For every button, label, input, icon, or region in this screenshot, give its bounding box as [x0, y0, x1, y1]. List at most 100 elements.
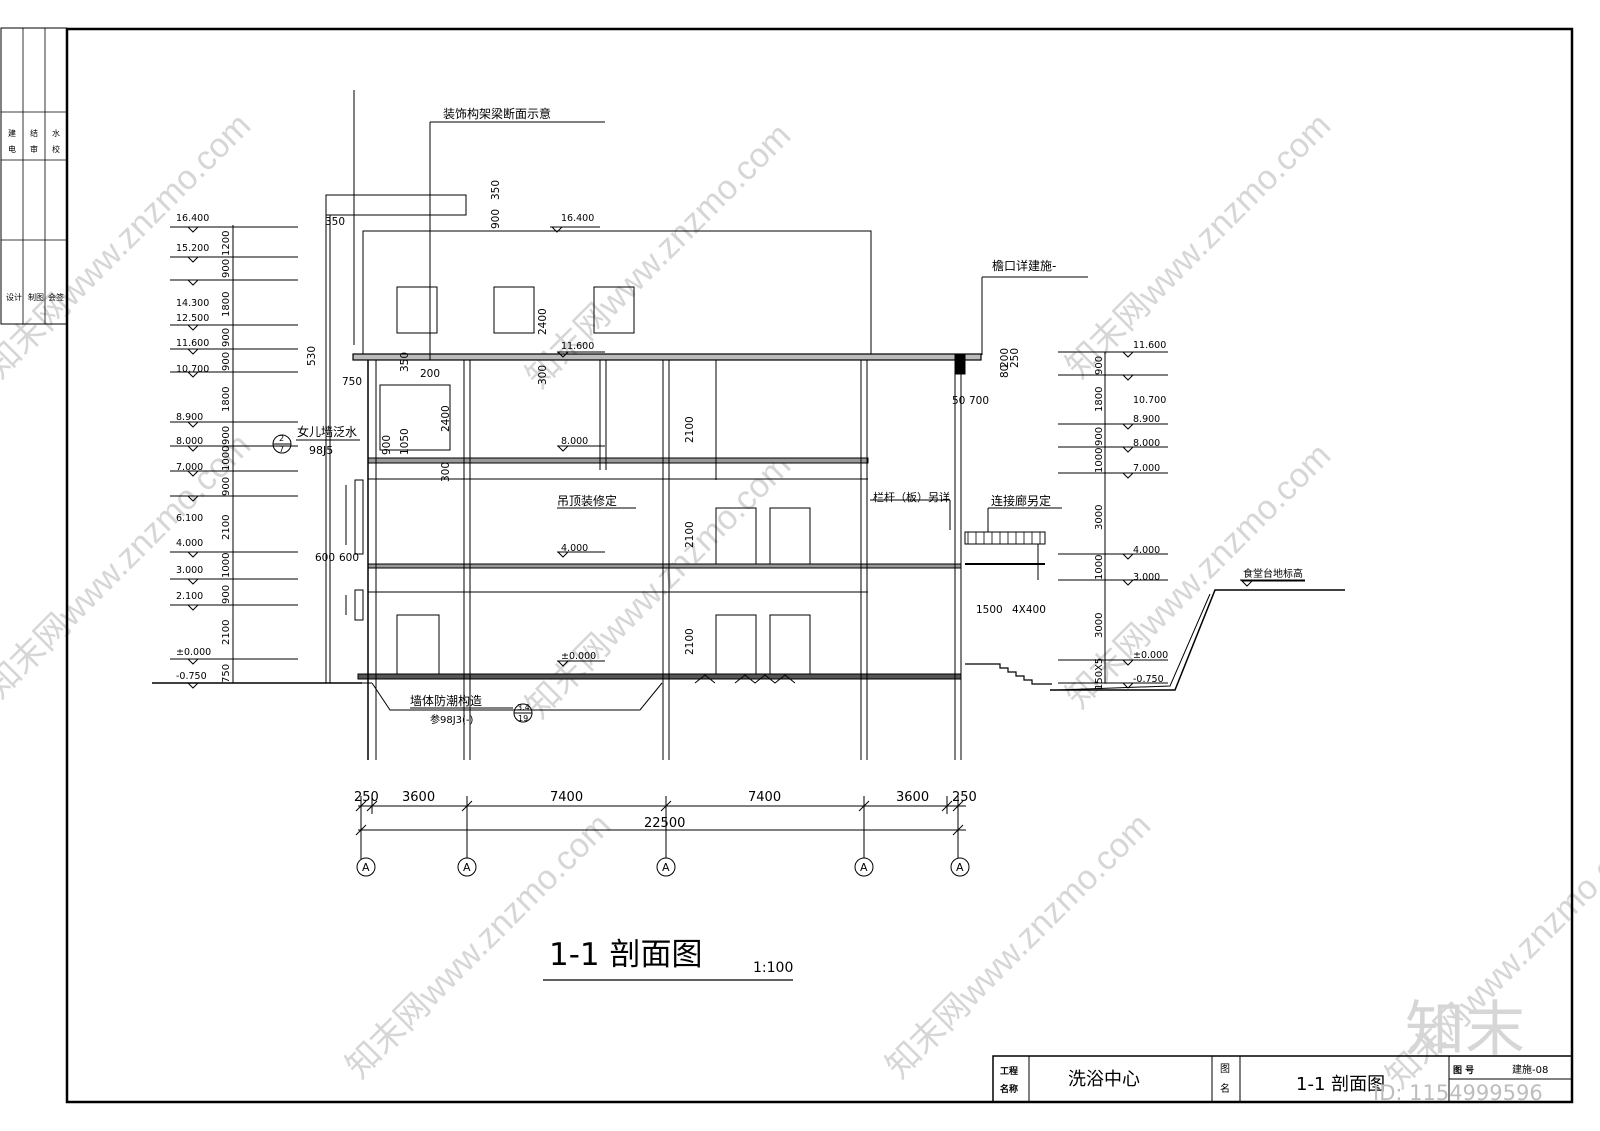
right-elevation-labels: 11.600 10.700 8.900 8.000 7.000 4.000 3.…	[1133, 340, 1168, 685]
svg-text:1800: 1800	[221, 387, 232, 412]
svg-text:±0.000: ±0.000	[561, 651, 596, 662]
svg-text:10.700: 10.700	[176, 364, 209, 375]
left-elevation-labels: 16.400 15.200 14.300 12.500 11.600 10.70…	[176, 213, 211, 682]
svg-text:名: 名	[1220, 1082, 1230, 1095]
svg-text:900: 900	[221, 352, 232, 371]
left-elevation-scale	[170, 225, 298, 689]
svg-text:3600: 3600	[896, 790, 929, 805]
axis-bubble	[457, 857, 477, 877]
svg-text:8.000: 8.000	[561, 436, 588, 447]
svg-text:3000: 3000	[1094, 613, 1105, 638]
svg-text:8.000: 8.000	[1133, 438, 1160, 449]
svg-text:墙体防潮构造: 墙体防潮构造	[410, 693, 482, 708]
svg-text:知末网www.znzmo.com: 知末网www.znzmo.com	[519, 446, 798, 725]
svg-text:1200: 1200	[221, 231, 232, 256]
axis-labels: A A A A A	[362, 861, 964, 874]
inner-elevation-marks	[550, 226, 1305, 667]
svg-text:2400: 2400	[537, 308, 549, 335]
svg-text:3000: 3000	[1094, 505, 1105, 530]
svg-text:7400: 7400	[550, 790, 583, 805]
svg-text:200: 200	[420, 368, 440, 380]
svg-text:1000: 1000	[221, 553, 232, 578]
svg-text:洗浴中心: 洗浴中心	[1068, 1069, 1140, 1090]
svg-text:750: 750	[342, 376, 362, 388]
svg-text:3.4: 3.4	[517, 703, 530, 712]
svg-text:知末: 知末	[1405, 996, 1525, 1063]
svg-text:A: A	[463, 861, 471, 874]
svg-text:建: 建	[8, 128, 16, 138]
svg-text:600: 600	[339, 552, 359, 564]
svg-text:900: 900	[221, 426, 232, 445]
bottom-dimension-lines	[355, 796, 966, 862]
svg-text:15.200: 15.200	[176, 243, 209, 254]
title-block	[992, 1055, 1573, 1103]
axis-bubble	[656, 857, 676, 877]
svg-text:3.000: 3.000	[1133, 572, 1160, 583]
title-block-text: 工程 名称 洗浴中心 图 名 1-1 剖面图 图 号 建施-08 ID: 115…	[1000, 1063, 1548, 1105]
svg-text:制图: 制图	[28, 292, 44, 302]
side-strip	[1, 28, 67, 324]
svg-text:2100: 2100	[221, 515, 232, 540]
svg-text:设计: 设计	[6, 292, 22, 302]
svg-text:1000: 1000	[221, 446, 232, 471]
axis-bubble	[854, 857, 874, 877]
svg-text:1000: 1000	[1094, 448, 1105, 473]
svg-text:2.100: 2.100	[176, 591, 203, 602]
svg-text:1800: 1800	[1094, 387, 1105, 412]
svg-text:吊顶装修定: 吊顶装修定	[557, 493, 617, 508]
svg-text:参98J3(-): 参98J3(-)	[430, 713, 474, 726]
svg-text:12.500: 12.500	[176, 313, 209, 324]
svg-text:图: 图	[1220, 1063, 1230, 1075]
svg-text:900: 900	[490, 209, 502, 229]
svg-text:A: A	[662, 861, 670, 874]
svg-text:250: 250	[354, 790, 379, 805]
svg-text:600: 600	[315, 552, 335, 564]
axis-bubble	[356, 857, 376, 877]
svg-text:350: 350	[325, 216, 345, 228]
svg-text:4.000: 4.000	[1133, 545, 1160, 556]
drawing-border	[65, 27, 1574, 1104]
svg-text:名称: 名称	[1000, 1083, 1018, 1095]
svg-text:1500: 1500	[976, 604, 1003, 616]
svg-text:11.600: 11.600	[1133, 340, 1166, 351]
svg-text:250: 250	[1009, 348, 1021, 368]
svg-text:98J5: 98J5	[309, 444, 333, 457]
svg-text:2100: 2100	[684, 521, 696, 548]
svg-text:±0.000: ±0.000	[1133, 650, 1168, 661]
svg-text:1800: 1800	[221, 292, 232, 317]
side-strip-labels: 建 结 水 电 审 校 设计 制图 会签	[6, 128, 64, 302]
inner-elevation-labels: 16.400 11.600 8.000 4.000 ±0.000	[561, 213, 596, 662]
svg-text:-0.750: -0.750	[176, 671, 207, 682]
svg-text:2: 2	[279, 434, 284, 443]
svg-text:-0.750: -0.750	[1133, 674, 1164, 685]
svg-text:11.600: 11.600	[176, 338, 209, 349]
svg-text:A: A	[362, 861, 370, 874]
axis-bubble	[950, 857, 970, 877]
building-section	[152, 90, 1345, 760]
svg-text:知末网www.znzmo.com: 知末网www.znzmo.com	[879, 806, 1158, 1085]
right-elevation-scale	[1058, 351, 1168, 689]
svg-text:8.900: 8.900	[176, 412, 203, 423]
svg-text:250: 250	[952, 790, 977, 805]
callout-symbol-text: 2 7 3.4 19	[279, 434, 530, 723]
svg-text:8.900: 8.900	[1133, 414, 1160, 425]
svg-text:350: 350	[490, 180, 502, 200]
svg-text:16.400: 16.400	[176, 213, 209, 224]
svg-text:连接廊另定: 连接廊另定	[991, 493, 1051, 508]
svg-text:7: 7	[279, 445, 284, 454]
svg-text:7.000: 7.000	[176, 462, 203, 473]
svg-text:7400: 7400	[748, 790, 781, 805]
inner-dimension-labels: 350 900 350 530 750 200 350 2400 2400 30…	[306, 180, 1046, 655]
svg-text:8.000: 8.000	[176, 436, 203, 447]
svg-text:6.100: 6.100	[176, 513, 203, 524]
svg-text:2100: 2100	[221, 620, 232, 645]
svg-text:10.700: 10.700	[1133, 395, 1166, 406]
svg-text:结: 结	[30, 128, 38, 138]
svg-text:栏杆（板）另详: 栏杆（板）另详	[873, 490, 950, 504]
svg-text:22500: 22500	[644, 816, 685, 831]
svg-text:食堂台地标高: 食堂台地标高	[1243, 567, 1303, 580]
drawing-title: 1-1 剖面图	[549, 937, 703, 973]
svg-text:知末网www.znzmo.com: 知末网www.znzmo.com	[1059, 106, 1338, 385]
svg-text:3600: 3600	[402, 790, 435, 805]
watermark: 知末网www.znzmo.com 知末网www.znzmo.com 知末网www…	[0, 106, 1600, 1095]
